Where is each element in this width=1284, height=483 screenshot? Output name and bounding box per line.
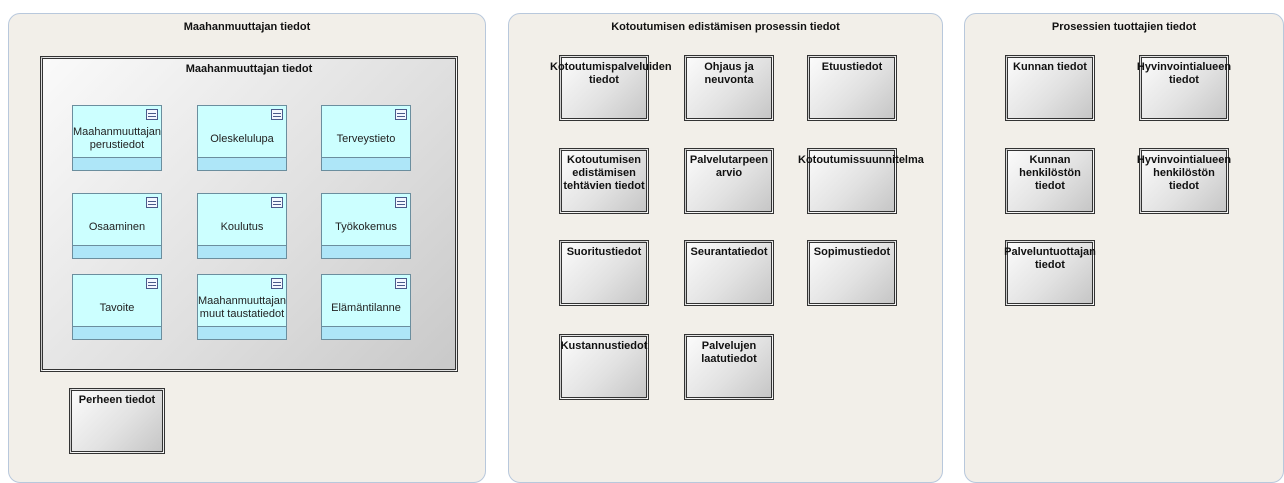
box-cost-data[interactable]: Kustannustiedot (559, 334, 649, 400)
box-label-line: Hyvinvointialueen (1136, 61, 1232, 73)
box-service-needs-assessment[interactable]: Palvelutarpeen arvio (684, 148, 774, 214)
box-label-line: Perheen tiedot (78, 394, 156, 406)
box-label-line: tiedot (589, 74, 619, 86)
entity-icon (395, 197, 407, 208)
entity-icon (146, 109, 158, 120)
box-label-line: henkilöstön (1153, 167, 1215, 179)
entity-label-line: Maahanmuuttajan (197, 295, 287, 307)
entity-icon (271, 197, 283, 208)
box-label-line: tiedot (1035, 180, 1065, 192)
group-integration-process: Kotoutumisen edistämisen prosessin tiedo… (508, 13, 943, 483)
entity-health-info[interactable]: Terveystieto (321, 105, 411, 171)
box-label-line: Kunnan tiedot (1013, 61, 1087, 73)
box-label-line: Kunnan (1029, 154, 1071, 166)
box-label-line: Kotoutumisen (567, 154, 641, 166)
entity-icon (271, 109, 283, 120)
entity-icon (395, 109, 407, 120)
box-label-line: neuvonta (704, 74, 754, 86)
entity-skills[interactable]: Osaaminen (72, 193, 162, 259)
entity-footer (322, 326, 410, 339)
box-service-provider-info[interactable]: Palveluntuottajan tiedot (1004, 240, 1096, 306)
group-immigrant: Maahanmuuttajan tiedot Maahanmuuttajan t… (8, 13, 486, 483)
box-label-line: tiedot (1169, 180, 1199, 192)
box-label-line: Kotoutumissuunnitelma (798, 154, 924, 166)
entity-label-line: Työkokemus (335, 220, 397, 233)
box-label-line: Hyvinvointialueen (1136, 154, 1232, 166)
box-label-line: tiedot (1169, 74, 1199, 86)
entity-footer (73, 245, 161, 258)
entity-label-line: Maahanmuuttajan (72, 126, 162, 138)
box-label-line: tehtävien tiedot (563, 180, 645, 192)
entity-label-line: Terveystieto (336, 132, 396, 145)
inner-immigrant-container: Maahanmuuttajan tiedot Maahanmuuttajan p… (40, 56, 458, 372)
box-label-line: tiedot (1035, 259, 1065, 271)
group-immigrant-title: Maahanmuuttajan tiedot (183, 21, 311, 33)
entity-footer (73, 326, 161, 339)
entity-label-line: Oleskelulupa (210, 132, 274, 145)
box-monitoring-data[interactable]: Seurantatiedot (684, 240, 774, 306)
entity-icon (271, 278, 283, 289)
inner-immigrant-title: Maahanmuuttajan tiedot (185, 63, 313, 75)
entity-icon (146, 197, 158, 208)
box-label-line: Seurantatiedot (690, 246, 768, 258)
entity-label-line: Elämäntilanne (331, 301, 401, 314)
box-label-line: Palveluntuottajan (1004, 246, 1096, 258)
entity-residence-permit[interactable]: Oleskelulupa (197, 105, 287, 171)
box-label-line: Ohjaus ja (704, 61, 754, 73)
box-municipality-info[interactable]: Kunnan tiedot (1005, 55, 1095, 121)
entity-label-line: muut taustatiedot (199, 308, 285, 320)
box-family-info[interactable]: Perheen tiedot (69, 388, 165, 454)
entity-other-background[interactable]: Maahanmuuttajan muut taustatiedot (197, 274, 287, 340)
box-label-line: Sopimustiedot (813, 246, 891, 258)
entity-immigrant-basic-info[interactable]: Maahanmuuttajan perustiedot (72, 105, 162, 171)
box-welfare-area-staff[interactable]: Hyvinvointialueen henkilöstön tiedot (1137, 148, 1231, 214)
box-integration-services[interactable]: Kotoutumispalveluiden tiedot (550, 55, 672, 121)
group-process-title: Kotoutumisen edistämisen prosessin tiedo… (611, 21, 840, 33)
entity-footer (73, 157, 161, 170)
group-process-producers: Prosessien tuottajien tiedot Kunnan tied… (964, 13, 1284, 483)
entity-label-line: Osaaminen (88, 220, 146, 233)
entity-label-line: perustiedot (89, 139, 145, 151)
entity-life-situation[interactable]: Elämäntilanne (321, 274, 411, 340)
box-label-line: arvio (715, 167, 743, 179)
box-label-line: Kustannustiedot (560, 340, 648, 352)
box-contract-data[interactable]: Sopimustiedot (807, 240, 897, 306)
group-producers-title: Prosessien tuottajien tiedot (1051, 21, 1197, 33)
box-label-line: Palvelutarpeen (689, 154, 769, 166)
entity-footer (198, 157, 286, 170)
entity-footer (322, 157, 410, 170)
entity-education[interactable]: Koulutus (197, 193, 287, 259)
entity-footer (198, 245, 286, 258)
box-label-line: Etuustiedot (821, 61, 883, 73)
box-integration-plan[interactable]: Kotoutumissuunnitelma (798, 148, 924, 214)
entity-icon (395, 278, 407, 289)
entity-label-line: Tavoite (99, 301, 135, 314)
box-benefit-info[interactable]: Etuustiedot (807, 55, 897, 121)
entity-work-experience[interactable]: Työkokemus (321, 193, 411, 259)
box-label-line: edistämisen (572, 167, 636, 179)
box-service-quality[interactable]: Palvelujen laatutiedot (684, 334, 774, 400)
box-label-line: Palvelujen (701, 340, 757, 352)
box-label-line: Suoritustiedot (566, 246, 642, 258)
entity-label-line: Koulutus (220, 220, 264, 233)
entity-footer (322, 245, 410, 258)
box-label-line: Kotoutumispalveluiden (550, 61, 672, 73)
box-performance-data[interactable]: Suoritustiedot (559, 240, 649, 306)
box-welfare-area-info[interactable]: Hyvinvointialueen tiedot (1137, 55, 1231, 121)
entity-icon (146, 278, 158, 289)
box-municipality-staff[interactable]: Kunnan henkilöstön tiedot (1005, 148, 1095, 214)
box-guidance-counselling[interactable]: Ohjaus ja neuvonta (684, 55, 774, 121)
box-promotion-tasks[interactable]: Kotoutumisen edistämisen tehtävien tiedo… (559, 148, 649, 214)
entity-footer (198, 326, 286, 339)
box-label-line: laatutiedot (701, 353, 757, 365)
entity-goal[interactable]: Tavoite (72, 274, 162, 340)
box-label-line: henkilöstön (1019, 167, 1081, 179)
